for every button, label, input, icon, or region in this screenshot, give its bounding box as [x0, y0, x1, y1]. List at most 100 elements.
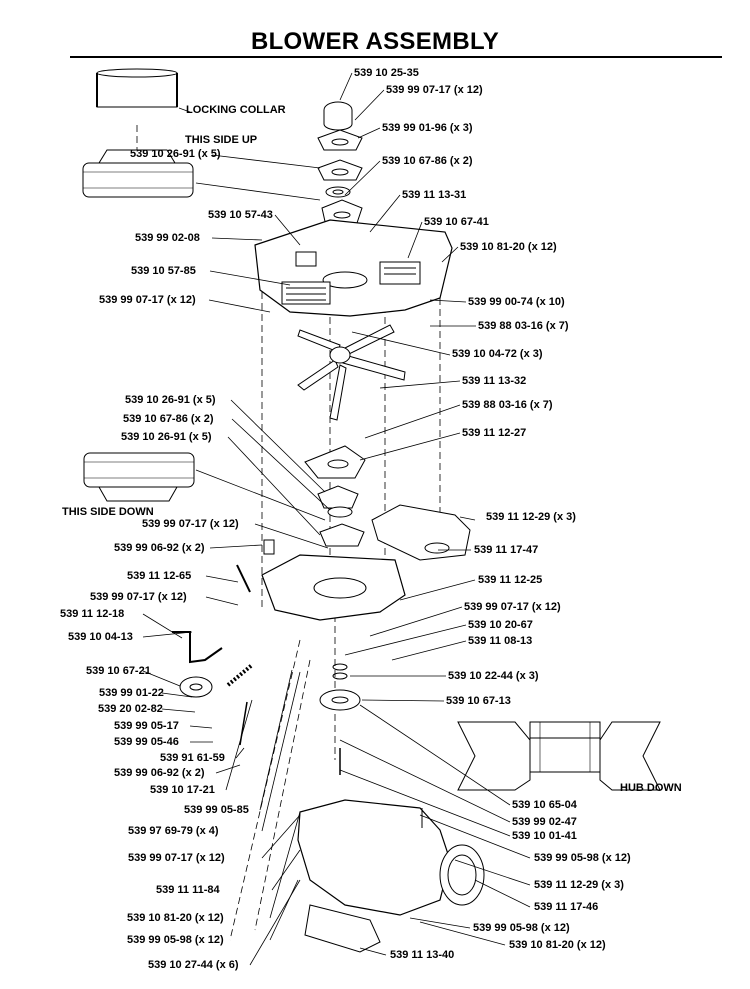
lower-housing-illustration	[261, 539, 406, 621]
callout-label: 539 99 06-92 (x 2)	[114, 767, 205, 780]
callout-label: 539 10 81-20 (x 12)	[509, 939, 606, 952]
callout-label: 539 88 03-16 (x 7)	[478, 320, 569, 333]
callout-label: 539 11 08-13	[468, 635, 532, 648]
callout-label: 539 11 11-84	[156, 884, 220, 897]
callout-label: 539 99 00-74 (x 10)	[468, 296, 565, 309]
part-number: 539 99 07-17	[99, 294, 164, 306]
title-rule	[70, 56, 722, 58]
part-quantity: (x 12)	[531, 601, 561, 613]
callout-label: 539 11 12-65	[127, 570, 191, 583]
part-number: 539 10 67-21	[86, 665, 151, 677]
part-quantity: (x 2)	[181, 542, 205, 554]
callout-label: 539 11 12-25	[478, 574, 542, 587]
callout-label: 539 99 02-08	[135, 232, 200, 245]
part-number: 539 11 08-13	[468, 635, 533, 647]
page-title: BLOWER ASSEMBLY	[250, 28, 500, 55]
callout-label: 539 11 12-29 (x 3)	[534, 879, 624, 892]
part-number: 539 99 05-85	[184, 804, 249, 816]
part-number: 539 88 03-16	[462, 399, 527, 411]
part-number: 539 88 03-16	[478, 320, 543, 332]
part-quantity: (x 7)	[545, 320, 569, 332]
part-number: 539 99 05-98	[473, 922, 538, 934]
part-quantity: (x 10)	[535, 296, 565, 308]
part-quantity: (x 12)	[209, 518, 239, 530]
note-hub-down: HUB DOWN	[620, 782, 682, 794]
bearing-up-illustration	[82, 149, 194, 198]
callout-label: 539 10 26-91 (x 5)	[125, 394, 216, 407]
drive-pulley-illustration	[319, 663, 361, 775]
part-number: 539 11 12-25	[478, 574, 543, 586]
part-quantity: (x 12)	[194, 934, 224, 946]
part-number: 539 11 13-32	[462, 375, 527, 387]
part-number: 539 10 81-20	[509, 939, 574, 951]
callout-label: 539 99 05-17	[114, 720, 179, 733]
callout-label: 539 11 12-29 (x 3)	[486, 511, 576, 524]
callout-label: 539 99 05-98 (x 12)	[127, 934, 224, 947]
callout-label: 539 10 65-04	[512, 799, 577, 812]
callout-label: 539 88 03-16 (x 7)	[462, 399, 553, 412]
callout-label: 539 10 26-91 (x 5)	[130, 148, 221, 161]
part-number: 539 11 12-29	[534, 879, 599, 891]
part-quantity: (x 12)	[157, 591, 187, 603]
part-number: 539 10 25-35	[354, 67, 419, 79]
callout-label: 539 10 27-44 (x 6)	[148, 959, 239, 972]
callout-label: 539 97 69-79 (x 4)	[128, 825, 219, 838]
bearing-down-illustration	[83, 452, 195, 502]
outlet-cover-illustration	[371, 504, 471, 561]
callout-label: 539 99 05-98 (x 12)	[534, 852, 631, 865]
callout-label: 539 10 22-44 (x 3)	[448, 670, 539, 683]
part-number: 539 10 26-91	[125, 394, 190, 406]
callout-label: 539 99 02-47	[512, 816, 577, 829]
callout-label: 539 10 67-41	[424, 216, 489, 229]
callout-label: 539 10 01-41	[512, 830, 577, 843]
callout-label: 539 99 07-17 (x 12)	[464, 601, 561, 614]
part-number: 539 99 07-17	[90, 591, 155, 603]
callout-label: 539 99 06-92 (x 2)	[114, 542, 205, 555]
part-number: 539 10 81-20	[460, 241, 525, 253]
callout-label: 539 10 17-21	[150, 784, 215, 797]
callout-label: 539 99 07-17 (x 12)	[99, 294, 196, 307]
part-quantity: (x 5)	[188, 431, 212, 443]
part-number: 539 99 06-92	[114, 767, 179, 779]
part-number: 539 99 05-98	[127, 934, 192, 946]
part-number: 539 99 05-46	[114, 736, 179, 748]
part-quantity: (x 12)	[527, 241, 557, 253]
callout-label: 539 10 81-20 (x 12)	[460, 241, 557, 254]
part-quantity: (x 12)	[540, 922, 570, 934]
callout-label: 539 10 67-86 (x 2)	[382, 155, 473, 168]
part-number: 539 11 11-84	[156, 884, 220, 896]
part-number: 539 10 26-91	[130, 148, 195, 160]
bottom-chute-illustration	[297, 799, 485, 953]
part-quantity: (x 5)	[192, 394, 216, 406]
callout-label: 539 11 13-32	[462, 375, 526, 388]
callout-label: 539 11 12-27	[462, 427, 526, 440]
callout-label: 539 11 13-40	[390, 949, 454, 962]
part-quantity: (x 2)	[181, 767, 205, 779]
part-number: 539 20 02-82	[98, 703, 163, 715]
part-number: 539 11 12-18	[60, 608, 125, 620]
note-this-side-up: THIS SIDE UP	[185, 134, 258, 146]
part-number: 539 10 27-44	[148, 959, 213, 971]
callout-label: 539 99 05-98 (x 12)	[473, 922, 570, 935]
part-number: 539 97 69-79	[128, 825, 193, 837]
part-number: 539 10 57-43	[208, 209, 273, 221]
part-number: 539 99 02-47	[512, 816, 577, 828]
note-this-side-down: THIS SIDE DOWN	[62, 506, 154, 518]
part-number: 539 99 07-17	[128, 852, 193, 864]
callout-label: 539 11 17-47	[474, 544, 538, 557]
part-number: 539 11 13-40	[390, 949, 455, 961]
part-quantity: (x 4)	[195, 825, 219, 837]
impeller-illustration	[297, 324, 406, 421]
part-number: 539 10 01-41	[512, 830, 577, 842]
callout-label: 539 99 05-85	[184, 804, 249, 817]
callout-label: 539 10 67-13	[446, 695, 511, 708]
part-quantity: (x 3)	[553, 511, 576, 523]
locking-collar-illustration	[96, 68, 178, 108]
part-number: 539 99 01-96	[382, 122, 447, 134]
part-quantity: (x 2)	[190, 413, 214, 425]
part-quantity: (x 3)	[449, 122, 473, 134]
top-stack-illustration	[317, 101, 363, 227]
part-number: 539 10 20-67	[468, 619, 533, 631]
